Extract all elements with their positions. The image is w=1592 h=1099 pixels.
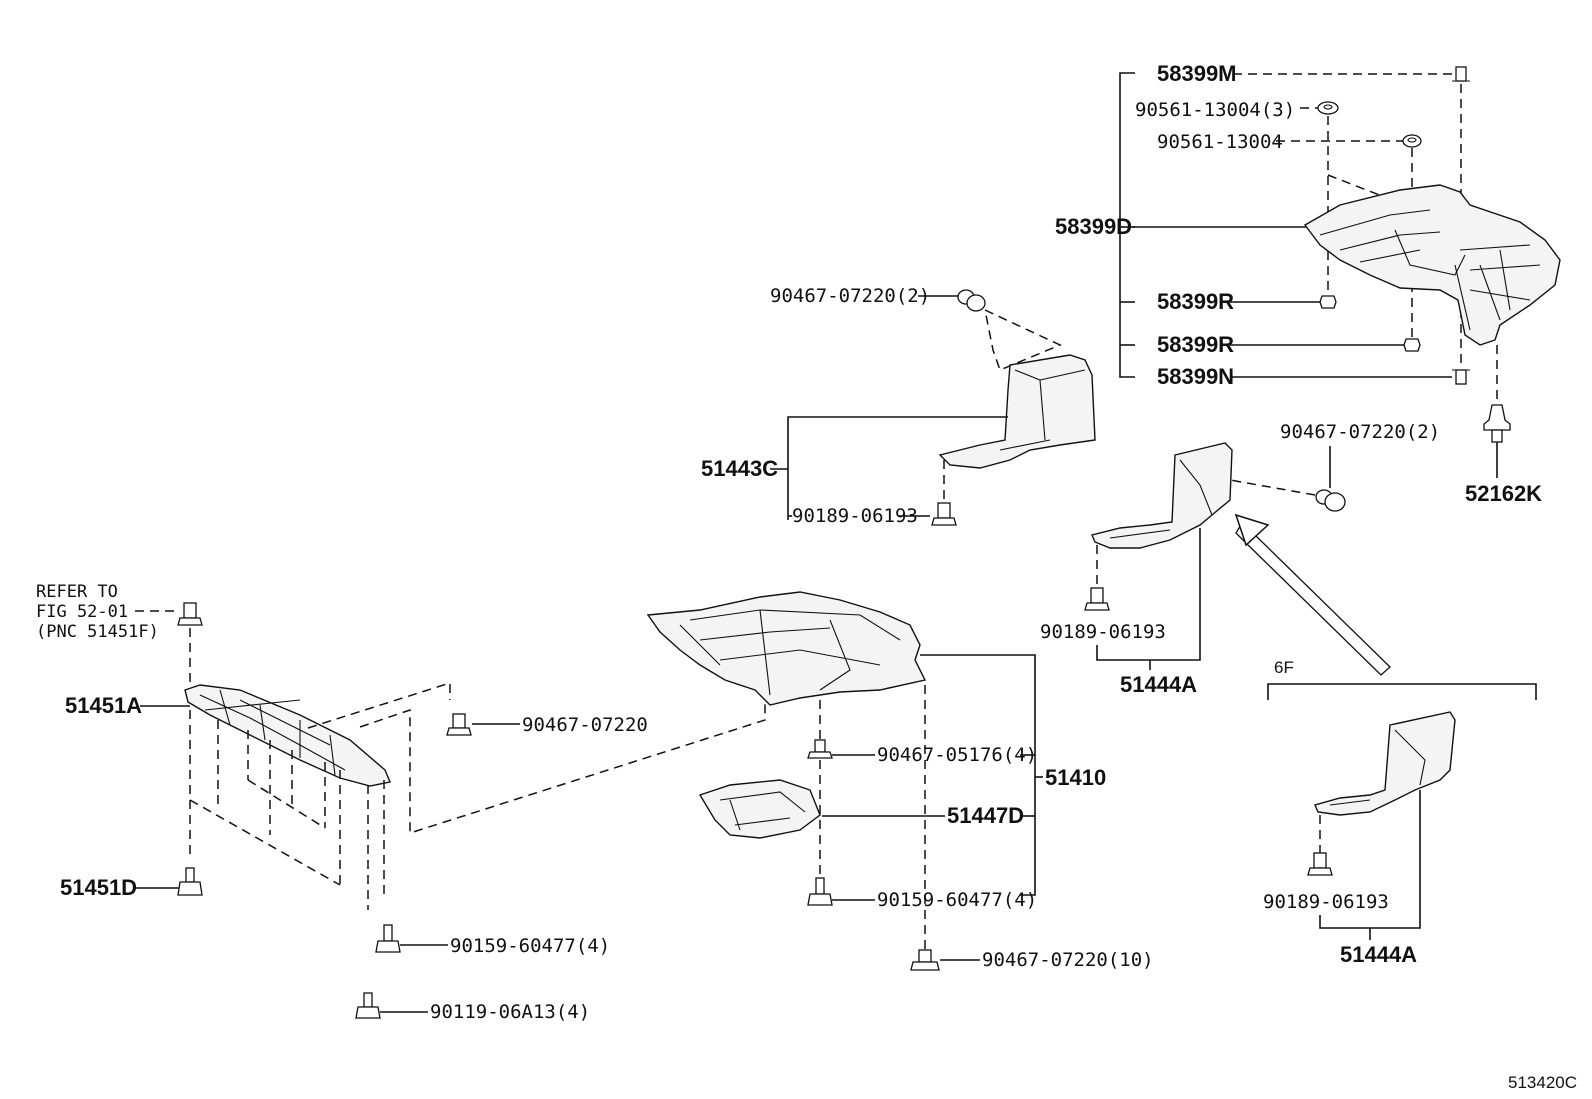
nut-58399R-a bbox=[1319, 295, 1337, 309]
fender-liner-51443C-group: 90467-07220(2) 51443C 90189-06193 bbox=[701, 285, 1096, 527]
screw-90159-60477-4-a bbox=[375, 924, 401, 953]
front-bumper-cover-group: REFER TO FIG 52-01 (PNC 51451F) 51451A bbox=[36, 582, 766, 1023]
label-90189-06193-a: 90189-06193 bbox=[792, 505, 918, 527]
ref-line-2: FIG 52-01 bbox=[36, 602, 128, 622]
label-90189-06193-c: 90189-06193 bbox=[1263, 891, 1389, 913]
label-90467-07220-2-b: 90467-07220(2) bbox=[1280, 421, 1440, 443]
ref-line-3: (PNC 51451F) bbox=[36, 622, 159, 642]
label-90119-06A13-4: 90119-06A13(4) bbox=[430, 1001, 590, 1023]
clip-90189-06193-b bbox=[1084, 587, 1110, 611]
label-51443C: 51443C bbox=[701, 456, 778, 481]
under-cover-51451A bbox=[184, 684, 391, 787]
label-58399M: 58399M bbox=[1157, 61, 1237, 86]
bumper-dash-lines bbox=[189, 681, 766, 910]
variant-6F-group: 6F 90189-06193 51444A bbox=[1263, 658, 1537, 967]
nut-58399R-b bbox=[1403, 338, 1421, 352]
fender-liner-51444A-group: 90467-07220(2) 90189-06193 51444A bbox=[1040, 421, 1440, 697]
fender-liner-51444A-a bbox=[1091, 442, 1233, 549]
label-90467-07220: 90467-07220 bbox=[522, 714, 648, 736]
ref-line-1: REFER TO bbox=[36, 582, 118, 602]
washer-90561-13004 bbox=[1402, 134, 1422, 148]
label-51451D: 51451D bbox=[60, 875, 137, 900]
diagram-code: 513420C bbox=[1508, 1073, 1577, 1092]
label-51451A: 51451A bbox=[65, 693, 142, 718]
clip-58399M bbox=[1452, 66, 1470, 82]
clip-52162K bbox=[1483, 404, 1511, 443]
label-90561-13004: 90561-13004 bbox=[1157, 131, 1283, 153]
clip-90467-07220-10 bbox=[910, 949, 940, 971]
label-51444A-a: 51444A bbox=[1120, 672, 1197, 697]
clip-90467-05176-4 bbox=[807, 739, 833, 759]
label-90561-13004-3: 90561-13004(3) bbox=[1135, 99, 1295, 121]
label-90189-06193-b: 90189-06193 bbox=[1040, 621, 1166, 643]
clip-58399N bbox=[1452, 369, 1470, 385]
label-90467-07220-10: 90467-07220(10) bbox=[982, 949, 1154, 971]
label-58399R-b: 58399R bbox=[1157, 332, 1234, 357]
under-cover-51410 bbox=[646, 591, 927, 706]
engine-under-cover-group: 58399M 90561-13004(3) 90561-13004 58399D bbox=[1055, 61, 1561, 506]
clip-90189-06193-c bbox=[1307, 852, 1333, 876]
label-52162K: 52162K bbox=[1465, 481, 1542, 506]
engine-under-cover-58399D bbox=[1303, 184, 1561, 346]
label-58399R-a: 58399R bbox=[1157, 289, 1234, 314]
label-51410: 51410 bbox=[1045, 765, 1106, 790]
engine-under-cover-51410-group: 51410 90467-05176(4) 51447D 90159-60477(… bbox=[646, 591, 1154, 971]
label-90467-05176-4: 90467-05176(4) bbox=[877, 744, 1037, 766]
label-90159-60477-4-a: 90159-60477(4) bbox=[450, 935, 610, 957]
clip-90467-07220 bbox=[446, 713, 472, 736]
label-51444A-b: 51444A bbox=[1340, 942, 1417, 967]
screw-90159-60477-4-b bbox=[807, 877, 833, 906]
label-90467-07220-2-a: 90467-07220(2) bbox=[770, 285, 930, 307]
clip-90189-06193-a bbox=[931, 502, 957, 526]
fender-liner-51443C bbox=[938, 354, 1096, 469]
fender-liner-51444A-b bbox=[1314, 711, 1456, 816]
clip-90467-07220-2-b bbox=[1315, 489, 1346, 512]
label-58399N: 58399N bbox=[1157, 364, 1234, 389]
label-51447D: 51447D bbox=[947, 803, 1024, 828]
under-cover-51447D bbox=[698, 779, 821, 839]
clip-90467-07220-2-a bbox=[957, 289, 986, 312]
bolt-90119-06A13-4 bbox=[355, 992, 381, 1019]
washer-90561-13004-3 bbox=[1317, 101, 1339, 115]
direction-arrow bbox=[1234, 513, 1391, 676]
label-58399D: 58399D bbox=[1055, 214, 1132, 239]
clip-51451F bbox=[177, 602, 203, 626]
label-6F: 6F bbox=[1274, 658, 1294, 677]
label-90159-60477-4-b: 90159-60477(4) bbox=[877, 889, 1037, 911]
bolt-51451D bbox=[177, 867, 203, 896]
